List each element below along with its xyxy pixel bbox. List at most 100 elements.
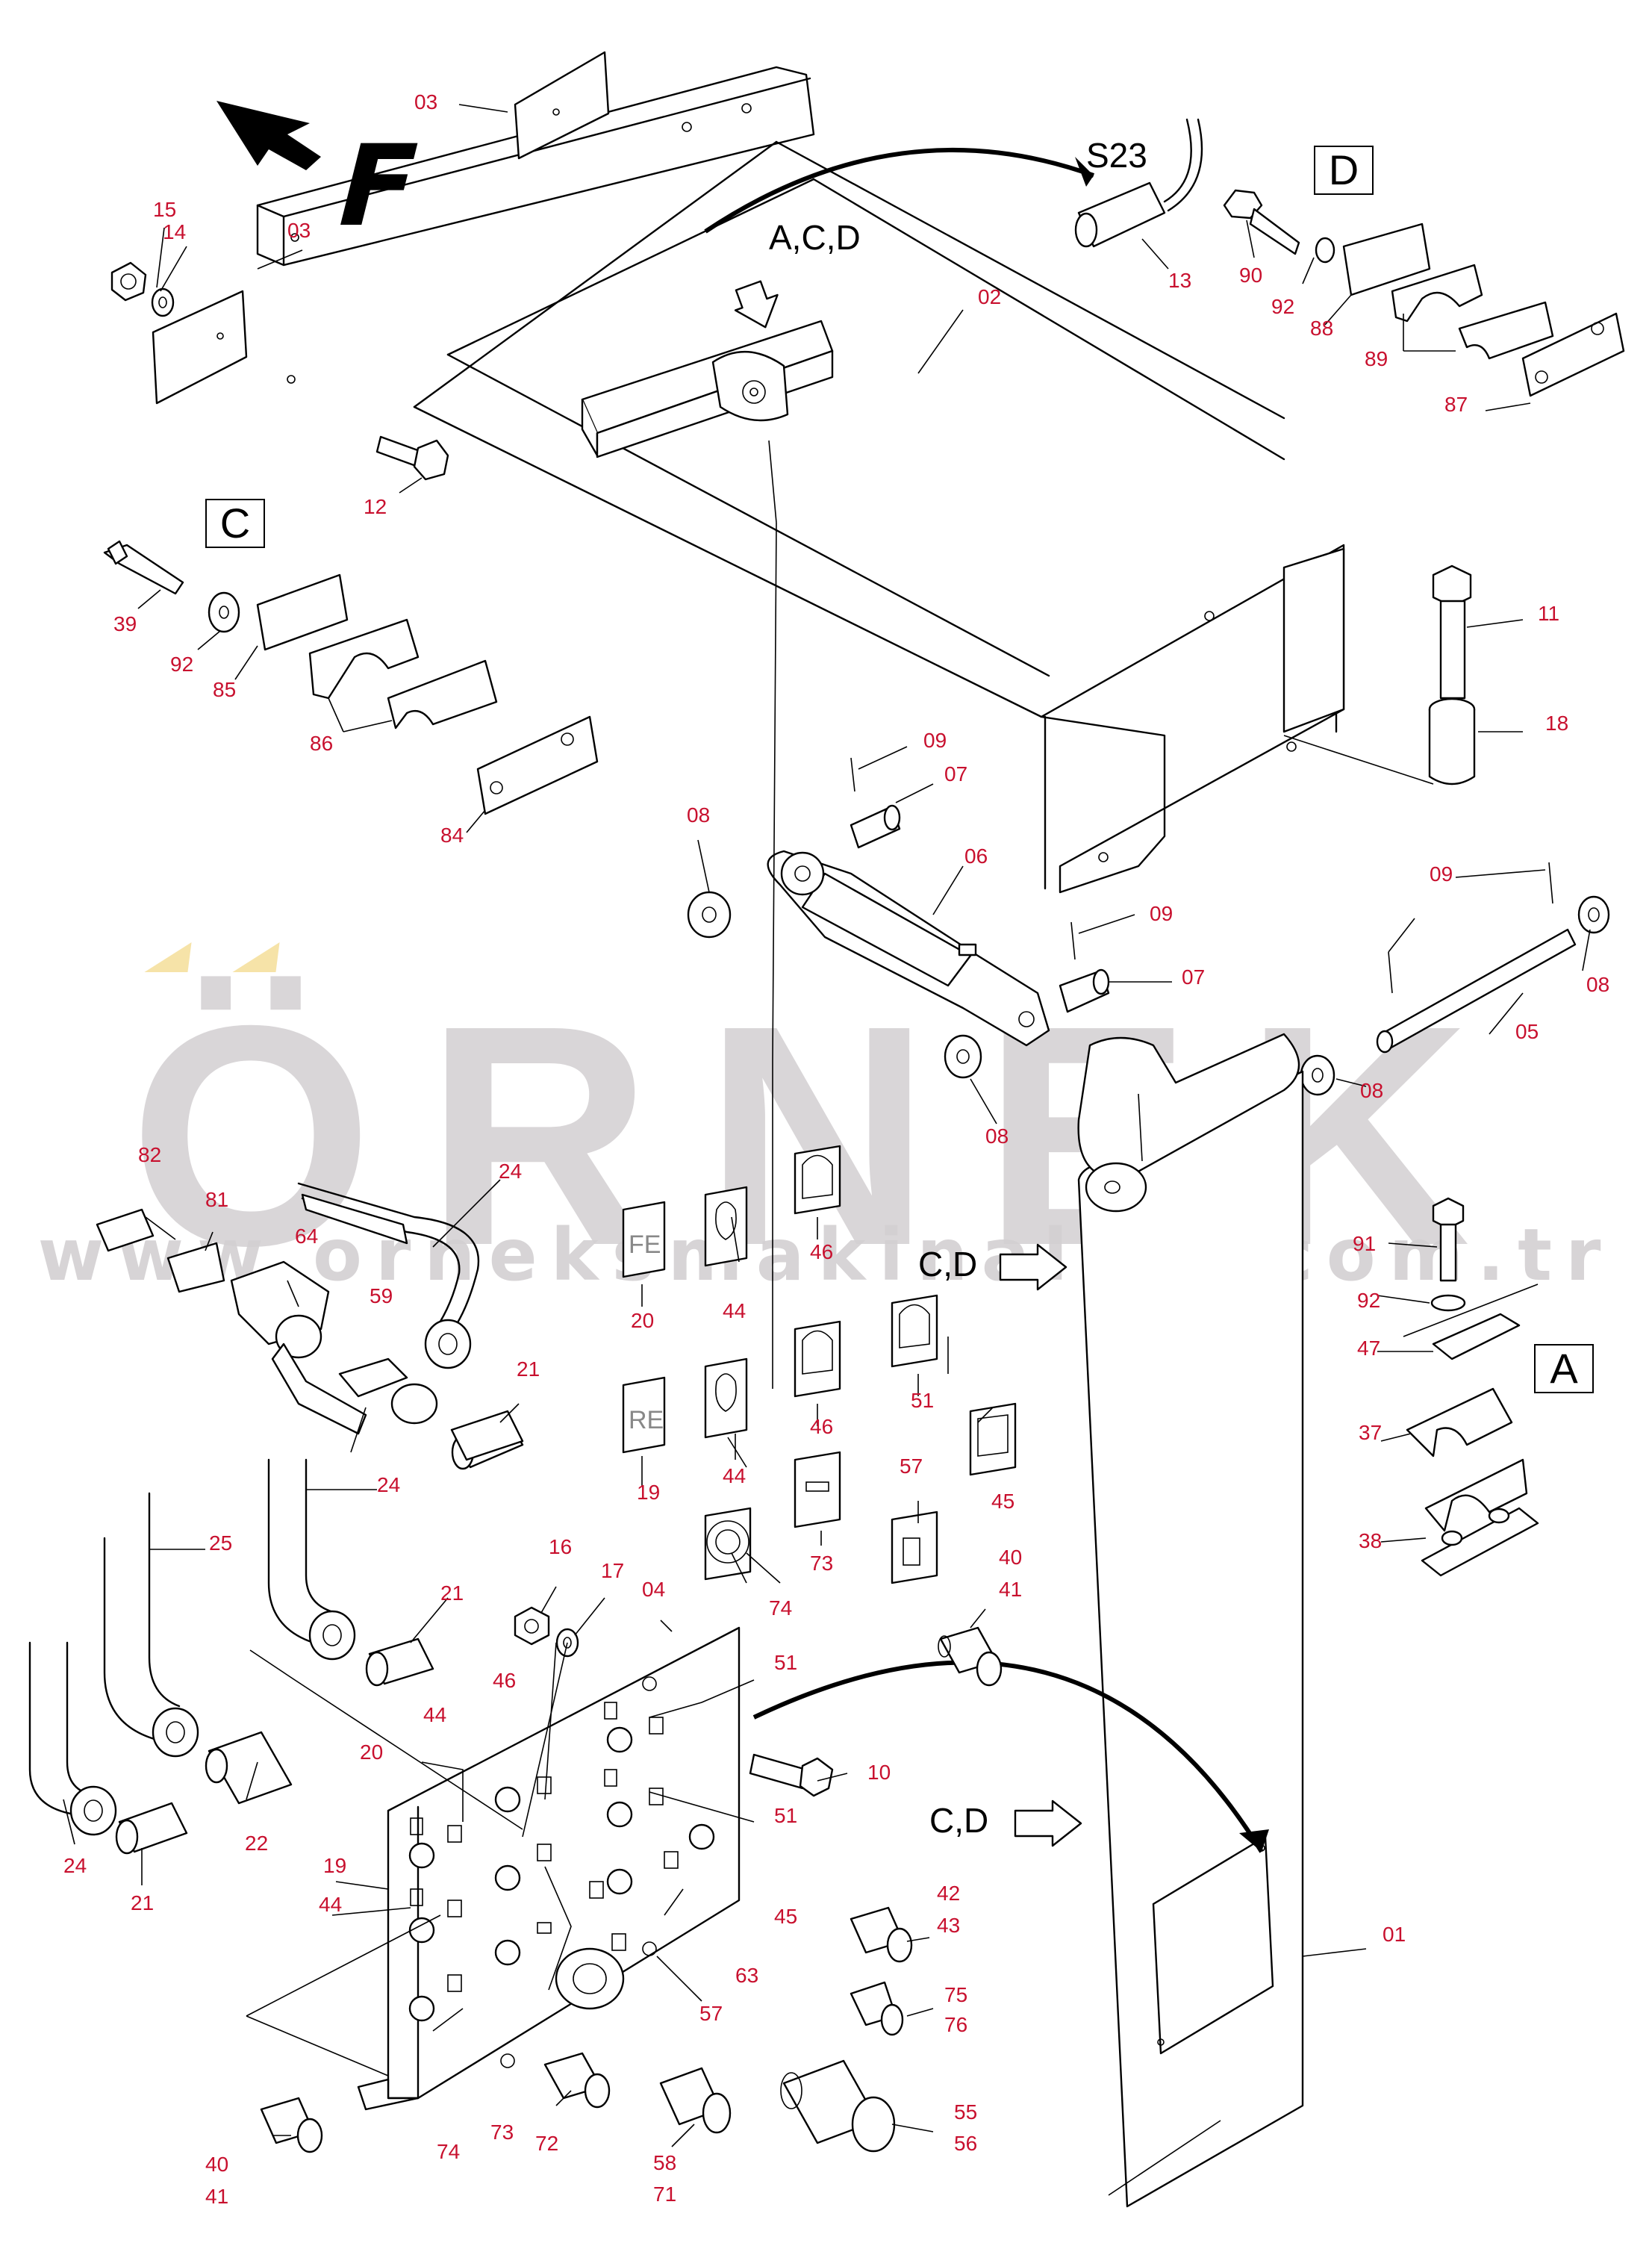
callout-75: 75 [944,1983,968,2006]
callout-24-bottom: 24 [63,1854,87,1877]
leader-lines [63,104,1591,2196]
callout-09-top: 09 [923,729,947,752]
coupler-75-76 [850,1981,904,2036]
callout-22: 22 [245,1832,269,1855]
long-pin [1300,862,1610,1096]
fitting-21-mid [365,1637,434,1687]
coupler-58-71 [659,2067,732,2134]
coupler-55-56 [780,2059,896,2153]
callout-07-top: 07 [944,762,968,785]
callout-89: 89 [1365,347,1388,370]
cylinder-pin-top [850,804,901,849]
panel-arrow [752,1660,1264,1853]
callout-74-decal: 74 [769,1596,793,1620]
callout-06: 06 [964,844,988,868]
washer-mid [944,1034,982,1079]
view-box-c: C [205,499,265,548]
callout-44-decal-top: 44 [723,1299,746,1322]
callout-19-decal: 19 [637,1481,661,1504]
callout-01: 01 [1383,1923,1406,1946]
callout-03-top: 03 [414,90,438,113]
callout-55: 55 [954,2100,978,2124]
decal-fe: FE [629,1231,661,1259]
decal-re: RE [629,1406,664,1434]
callout-21-mid: 21 [440,1581,464,1605]
view-box-d: D [1314,146,1374,195]
shim-plate-top [514,51,610,160]
bolt-10 [749,1753,834,1797]
callout-40-bottom: 40 [205,2153,229,2176]
hose-24-lower [28,1641,117,1836]
clamp-kit-d [1223,189,1625,397]
callout-46-panel: 46 [493,1669,517,1692]
clamp-kit-c [103,540,599,815]
callout-15: 15 [153,198,177,221]
callout-45-decal: 45 [991,1490,1015,1513]
callout-42: 42 [937,1882,961,1905]
coupler-40-41-top [938,1626,1003,1687]
proximity-sensor [1074,118,1203,248]
callout-90: 90 [1239,264,1263,287]
callout-51-panel-top: 51 [774,1651,798,1674]
callout-02: 02 [978,285,1002,308]
callout-88: 88 [1310,317,1334,340]
view-label-cd-lower: C,D [929,1801,989,1840]
shim-plate-left [152,290,248,405]
callout-09-mid: 09 [1150,902,1173,925]
callout-92-d: 92 [1271,295,1295,318]
sensor-label-s23: S23 [1086,136,1147,175]
hose-25 [103,1492,199,1758]
callout-82: 82 [138,1143,162,1166]
callout-44-panel-bottom: 44 [319,1893,343,1916]
view-pointer-cd2 [1014,1799,1082,1847]
callout-76: 76 [944,2013,968,2036]
coupler-72 [543,2052,611,2109]
callout-08-mid: 08 [985,1124,1009,1148]
view-box-a: A [1534,1344,1594,1393]
slide-block [581,320,834,458]
callout-17: 17 [601,1559,625,1582]
callout-44-decal-bottom: 44 [723,1464,746,1487]
callout-14: 14 [163,220,187,243]
view-pointer-cd1 [999,1243,1067,1291]
callout-24-top: 24 [499,1160,523,1183]
bolt [375,435,449,481]
callout-58: 58 [653,2151,677,2174]
callout-40-top: 40 [999,1546,1023,1569]
cylinder-pin-bottom [1059,968,1110,1013]
callout-41-top: 41 [999,1578,1023,1601]
callout-51-panel-bottom: 51 [774,1804,798,1827]
callout-73-panel: 73 [490,2121,514,2144]
callout-05: 05 [1515,1020,1539,1043]
clamp-kit-a [1406,1197,1539,1577]
callout-92-c: 92 [170,653,194,676]
callout-51-decal: 51 [911,1389,935,1412]
callout-73-decal: 73 [810,1552,834,1575]
callout-11: 11 [1538,602,1560,625]
hose-24-mid [267,1458,356,1661]
nut-16 [514,1606,550,1646]
callout-45-panel: 45 [774,1905,798,1928]
callout-72: 72 [535,2132,559,2155]
callout-44-panel-top: 44 [423,1703,447,1726]
callout-37: 37 [1359,1421,1383,1444]
callout-46-decal-top: 46 [810,1240,834,1263]
callout-63: 63 [735,1964,759,1987]
callout-87: 87 [1444,393,1468,416]
sensor-arrow [704,148,1095,234]
callout-16: 16 [549,1535,573,1558]
callout-12: 12 [364,495,387,518]
callout-85: 85 [213,678,237,701]
callout-39: 39 [113,612,137,635]
callout-38: 38 [1359,1529,1383,1552]
callout-57-panel: 57 [699,2002,723,2025]
spacer [1428,697,1476,785]
decal-set [622,1145,1017,1584]
callout-03-left: 03 [287,219,311,242]
callout-25: 25 [209,1531,233,1555]
callout-08-right: 08 [1586,973,1610,996]
callout-71: 71 [653,2183,677,2206]
main-frame [413,140,1345,894]
cotter-pin-top [850,757,855,792]
